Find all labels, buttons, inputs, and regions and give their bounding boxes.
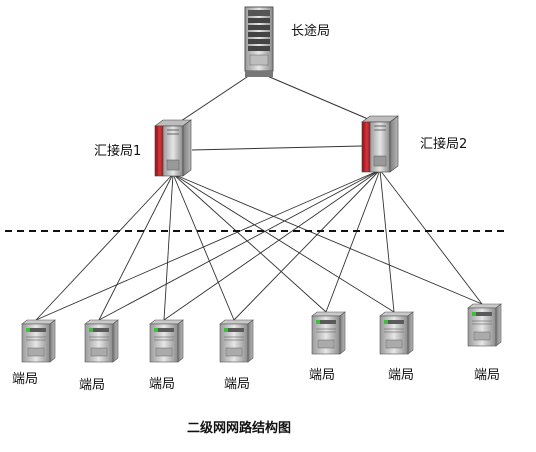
tandem1-switch-icon <box>154 119 192 177</box>
link-tandem1-end-2 <box>98 173 174 321</box>
end-label-2: 端局 <box>79 378 106 393</box>
diagram-caption: 二级网网路结构图 <box>187 421 292 436</box>
link-tandem2-end-3 <box>163 169 381 321</box>
end-offices <box>21 303 502 363</box>
link-tandem1-end-1 <box>35 173 174 321</box>
link-toll-tandem2 <box>264 74 376 123</box>
end-server-icon-1 <box>21 319 56 363</box>
end-server-icon-3 <box>149 319 184 363</box>
link-tandem1-tandem2 <box>191 145 363 151</box>
link-tandem2-end-6 <box>379 169 395 313</box>
link-tandem2-end-2 <box>98 169 381 321</box>
toll-server-icon <box>244 6 274 77</box>
link-tandem2-end-7 <box>379 169 483 305</box>
tandem2-label: 汇接局2 <box>420 137 468 152</box>
link-tandem2-end-4 <box>233 169 381 321</box>
toll-label: 长途局 <box>291 24 331 39</box>
link-tandem1-end-7 <box>172 173 483 305</box>
end-label-4: 端局 <box>224 377 251 392</box>
link-tandem2-end-1 <box>35 169 381 321</box>
tandem1-label: 汇接局1 <box>94 144 142 159</box>
tandem2-switch-icon <box>361 115 399 173</box>
end-server-icon-2 <box>84 319 119 363</box>
link-tandem1-end-4 <box>172 173 235 321</box>
link-tandem1-end-6 <box>172 173 395 313</box>
end-label-5: 端局 <box>309 368 336 383</box>
end-label-6: 端局 <box>388 368 415 383</box>
end-server-icon-4 <box>219 319 254 363</box>
link-toll-tandem1 <box>174 74 251 126</box>
link-tandem2-end-5 <box>325 169 381 313</box>
end-label-7: 端局 <box>474 368 501 383</box>
links-toll <box>174 74 376 126</box>
link-tandem1-end-5 <box>172 173 327 313</box>
end-server-icon-6 <box>379 311 414 355</box>
end-server-icon-7 <box>467 303 502 347</box>
link-tandem1-end-3 <box>163 173 174 321</box>
end-server-icon-5 <box>311 311 346 355</box>
end-label-1: 端局 <box>12 372 39 387</box>
links-tandem-end <box>35 169 483 321</box>
end-label-3: 端局 <box>149 377 176 392</box>
